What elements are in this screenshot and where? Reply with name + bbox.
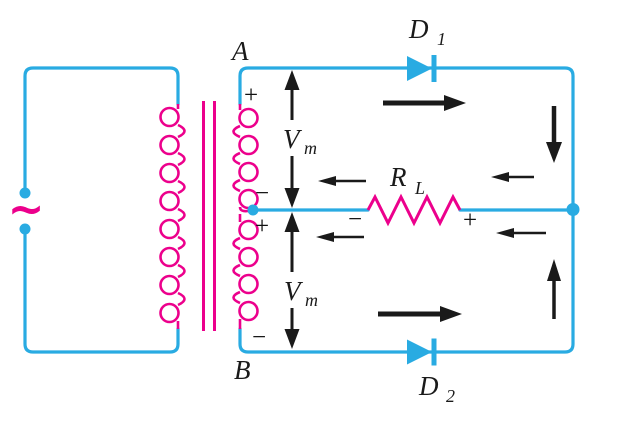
source-terminal-top-dot [19, 187, 31, 199]
current-arrow-mid-left-upper-right [491, 172, 534, 182]
current-flow-arrows [316, 95, 562, 322]
vm-bottom-label: V [284, 276, 304, 306]
secondary-winding [232, 104, 259, 329]
diode-d2-label: D [418, 371, 439, 401]
secondary-center-plus-sign: + [255, 213, 269, 240]
diode-d2-icon [407, 338, 437, 366]
diode-d1-triangle [407, 56, 432, 81]
current-arrow-right-up [547, 259, 561, 319]
load-left-minus-sign: − [348, 206, 362, 233]
diode-d1-bar [431, 55, 437, 82]
current-arrow-mid-left-lower-right [496, 228, 546, 238]
vm-bottom-label-sub: m [305, 290, 318, 310]
center-tap-dot [247, 204, 259, 216]
transformer [159, 101, 259, 331]
current-arrow-mid-left-upper-left [318, 176, 366, 186]
vm-top-down-arrowhead [284, 188, 300, 208]
transformer-core [202, 101, 216, 331]
load-resistor-label-sub: L [414, 178, 425, 198]
load-resistor-label: R [389, 162, 407, 192]
vm-arrow-top [284, 70, 300, 208]
vm-bottom-down-arrowhead [284, 329, 300, 349]
secondary-winding-links [232, 124, 241, 305]
primary-circuit-wires [23, 66, 180, 354]
vm-top-up-arrowhead [284, 70, 300, 90]
secondary-bottom-minus-sign: − [252, 324, 266, 351]
current-arrow-bottom-right [378, 306, 462, 322]
source-terminal-bottom-dot [19, 223, 31, 235]
primary-loop-top-wire [23, 66, 180, 196]
current-arrow-mid-left-lower-left [316, 232, 364, 242]
secondary-center-minus-sign: − [255, 180, 269, 207]
output-junction-dot [566, 203, 580, 216]
primary-winding [159, 104, 186, 329]
diode-d2-triangle [407, 339, 432, 365]
vm-top-label: V [283, 124, 303, 154]
secondary-winding-leads [238, 104, 249, 329]
node-a-label: A [230, 36, 249, 66]
secondary-top-plus-sign: + [244, 82, 258, 109]
ac-source-icon: ~ [8, 184, 45, 235]
diode-d1-icon [407, 55, 437, 82]
diode-d1-label: D [408, 14, 429, 44]
primary-winding-links [177, 123, 186, 307]
diode-d1-label-sub: 1 [437, 29, 446, 49]
vm-top-label-sub: m [304, 138, 317, 158]
current-arrow-top-right [383, 95, 466, 111]
load-right-plus-sign: + [463, 207, 477, 234]
load-resistor-icon [366, 193, 462, 227]
node-b-label: B [234, 355, 251, 385]
diode-d2-label-sub: 2 [446, 386, 455, 406]
diode-d2-bar [431, 338, 437, 366]
current-arrow-right-down [546, 106, 562, 163]
vm-bottom-up-arrowhead [284, 212, 300, 232]
vm-arrow-bottom [284, 212, 300, 349]
connection-dots [19, 187, 580, 235]
primary-loop-bottom-wire [23, 226, 180, 354]
